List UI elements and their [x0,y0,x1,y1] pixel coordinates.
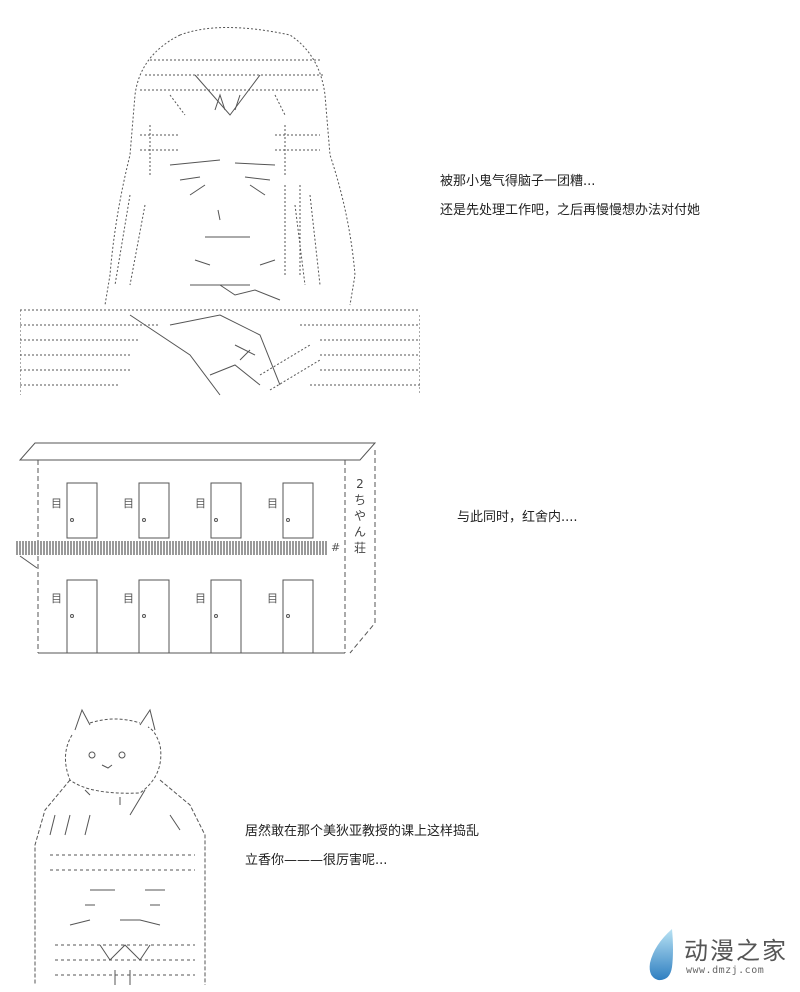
sign-char: 2 [356,477,364,491]
ascii-art-girl [20,15,420,400]
door-plate: 目 [51,592,62,605]
sign-char: や [353,509,366,523]
rail-mark: # [331,541,341,554]
sign-char: ん [353,525,366,539]
door-plate: 目 [267,592,278,605]
door-plate: 目 [51,497,62,510]
caption-line: 立香你———很厉害呢... [245,853,388,868]
door-plate: 目 [267,497,278,510]
caption-panel-1: 被那小鬼气得脑子一团糟... 还是先处理工作吧，之后再慢慢想办法对付她 [440,175,700,233]
watermark-name: 动漫之家 [684,937,788,965]
building-sign: 2 ち や ん 荘 [353,476,367,556]
door-plate: 目 [195,497,206,510]
caption-panel-3: 居然敢在那个美狄亚教授的课上这样捣乱 立香你———很厉害呢... [245,825,479,883]
sign-char: ち [353,493,366,507]
caption-line: 被那小鬼气得脑子一团糟... [440,174,596,189]
leaf-drop-icon [644,927,678,987]
ascii-art-cat-character [30,705,220,990]
caption-panel-2: 与此同时，红舍内.... [457,511,578,540]
door-plate: 目 [123,592,134,605]
dmzj-watermark-logo: 动漫之家 www.dmzj.com [640,925,795,987]
door-plate: 目 [123,497,134,510]
ascii-art-apartment-building: 目 目 目 目 目 目 目 目 # 2 ち や ん 荘 [15,438,385,658]
sign-char: 荘 [353,541,366,555]
caption-line: 与此同时，红舍内.... [457,510,578,525]
caption-line: 居然敢在那个美狄亚教授的课上这样捣乱 [245,824,480,839]
door-plate: 目 [195,592,206,605]
watermark-url: www.dmzj.com [686,965,765,976]
caption-line: 还是先处理工作吧，之后再慢慢想办法对付她 [440,203,701,218]
